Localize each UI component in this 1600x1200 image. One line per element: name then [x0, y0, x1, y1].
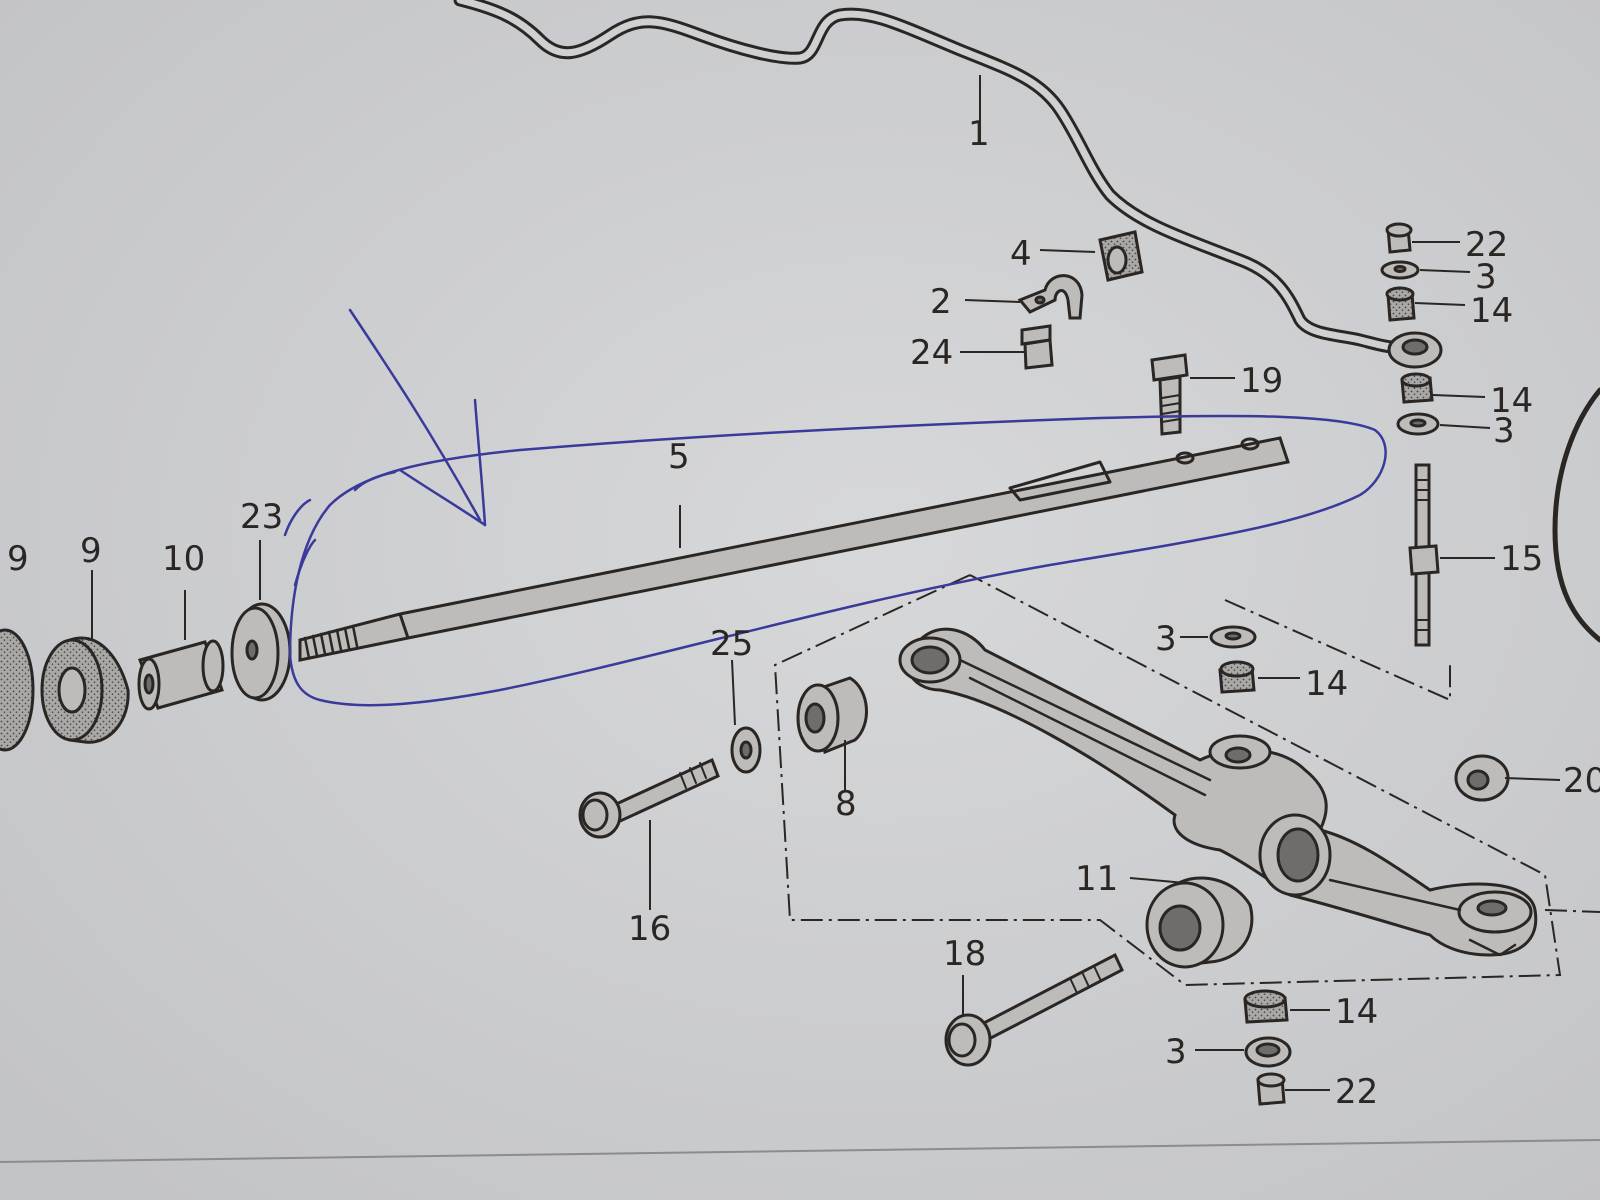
stud-part-15 [1408, 463, 1440, 647]
bolt-part-16 [578, 757, 720, 839]
callout-25: 25 [710, 624, 753, 664]
bushing-part-14-upper-a [1385, 286, 1416, 322]
callout-3-lower: 3 [1165, 1032, 1187, 1072]
bracket-part-2 [1017, 274, 1084, 320]
callout-22-lower: 22 [1335, 1072, 1378, 1112]
bushing-part-9-left [0, 628, 35, 752]
callout-14-upper-b: 14 [1490, 381, 1533, 421]
radius-rod-part-5 [298, 436, 1290, 662]
bushing-part-14-right [1218, 660, 1256, 694]
washer-part-23 [230, 602, 292, 702]
washer-part-3-right [1209, 625, 1257, 649]
callout-22-upper: 22 [1465, 225, 1508, 265]
stabilizer-bar-part-1 [453, 0, 1443, 369]
washer-part-3-lower [1244, 1036, 1292, 1068]
callout-3-mid: 3 [1493, 411, 1515, 451]
assembly-box-lower-arm [773, 574, 1562, 987]
bolt-part-24 [1020, 324, 1054, 370]
bushing-part-14-upper-b [1400, 372, 1434, 404]
washer-part-3-upper [1380, 260, 1420, 280]
bushing-part-14-lower [1243, 989, 1289, 1024]
callout-1: 1 [968, 114, 990, 154]
nut-part-22-lower [1256, 1072, 1286, 1106]
callout-20: 20 [1563, 761, 1600, 801]
callout-3-right: 3 [1155, 619, 1177, 659]
callout-9: 9 [80, 531, 102, 571]
bolt-part-18 [944, 952, 1124, 1067]
page-edge-line [0, 1139, 1600, 1163]
callout-11: 11 [1075, 859, 1118, 899]
bushing-part-11 [1145, 876, 1254, 969]
lower-control-arm [898, 627, 1538, 957]
washer-part-25 [730, 726, 762, 774]
callout-9-left: 9 [7, 539, 29, 579]
callout-2: 2 [930, 282, 952, 322]
nut-part-22-upper [1385, 222, 1413, 254]
callout-24: 24 [910, 333, 953, 373]
callout-15: 15 [1500, 539, 1543, 579]
callout-14-upper-a: 14 [1470, 291, 1513, 331]
nut-part-20 [1454, 754, 1510, 802]
callout-10: 10 [162, 539, 205, 579]
callout-23: 23 [240, 497, 283, 537]
callout-14-lower: 14 [1335, 992, 1378, 1032]
callout-19: 19 [1240, 361, 1283, 401]
bushing-part-4 [1098, 230, 1144, 282]
washer-part-3-mid [1396, 412, 1440, 436]
assembly-line-right [1224, 599, 1451, 702]
callout-4: 4 [1010, 234, 1032, 274]
callout-16: 16 [628, 909, 671, 949]
callout-3-upper: 3 [1475, 257, 1497, 297]
callout-5: 5 [668, 437, 690, 477]
bushing-part-8 [796, 676, 868, 755]
leader-lines [91, 75, 1561, 1091]
collar-part-10 [137, 639, 225, 711]
callout-18: 18 [943, 934, 986, 974]
callout-8: 8 [835, 784, 857, 824]
assembly-line-edge [1544, 909, 1600, 913]
callout-14-right: 14 [1305, 664, 1348, 704]
bushing-part-9 [40, 636, 130, 744]
pen-annotation [283, 308, 1387, 707]
partial-part-right-edge [1552, 387, 1600, 643]
